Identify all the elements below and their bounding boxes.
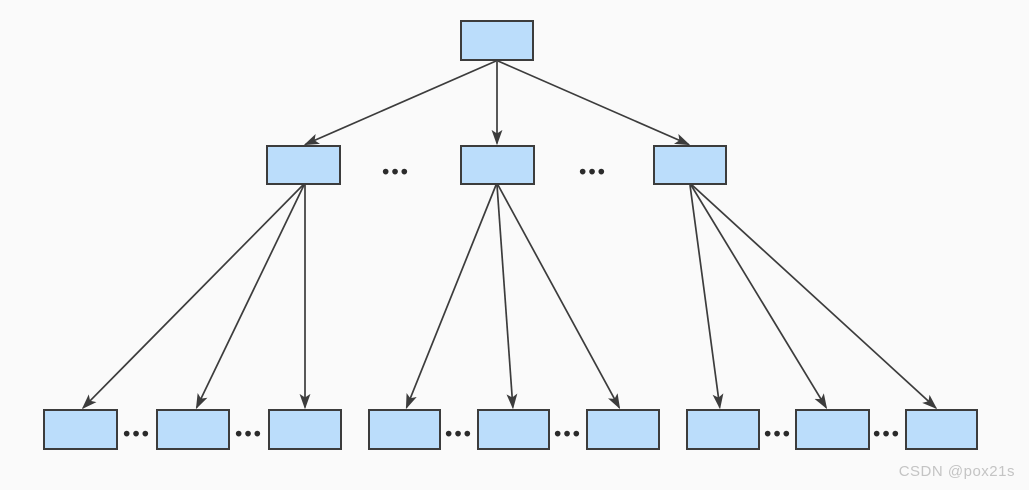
edge-mid-3-to-leaf-7 (689, 184, 724, 410)
edge-mid-1-to-leaf-2 (195, 184, 305, 410)
node-leaf-2[interactable] (156, 409, 230, 450)
node-leaf-6[interactable] (586, 409, 660, 450)
edge-mid-2-to-leaf-4 (405, 184, 497, 410)
node-mid-2[interactable] (460, 145, 535, 185)
watermark: CSDN @pox21s (898, 463, 1015, 480)
edge-mid-1-to-leaf-1 (81, 184, 304, 410)
node-mid-3[interactable] (653, 145, 727, 185)
ellipsis-leaf-ellipsis-3: ••• (444, 422, 474, 446)
ellipsis-leaf-ellipsis-6: ••• (872, 422, 902, 446)
edge-mid-3-to-leaf-9 (691, 184, 938, 410)
ellipsis-leaf-ellipsis-4: ••• (553, 422, 583, 446)
edge-group (81, 60, 938, 410)
ellipsis-mid-ellipsis-1: ••• (381, 160, 411, 184)
node-mid-1[interactable] (266, 145, 341, 185)
node-leaf-4[interactable] (368, 409, 441, 450)
node-root[interactable] (460, 20, 534, 61)
node-leaf-1[interactable] (43, 409, 118, 450)
edge-mid-3-to-leaf-8 (690, 184, 828, 410)
edge-root-to-mid-1 (303, 60, 497, 146)
ellipsis-leaf-ellipsis-5: ••• (763, 422, 793, 446)
edge-root-to-mid-3 (497, 60, 691, 146)
node-leaf-9[interactable] (905, 409, 978, 450)
node-leaf-3[interactable] (268, 409, 342, 450)
ellipsis-leaf-ellipsis-1: ••• (122, 422, 152, 446)
ellipsis-leaf-ellipsis-2: ••• (234, 422, 264, 446)
edge-mid-2-to-leaf-5 (496, 184, 518, 410)
node-leaf-5[interactable] (477, 409, 550, 450)
node-leaf-7[interactable] (686, 409, 760, 450)
node-leaf-8[interactable] (795, 409, 870, 450)
edge-mid-2-to-leaf-6 (497, 184, 621, 410)
ellipsis-mid-ellipsis-2: ••• (578, 160, 608, 184)
